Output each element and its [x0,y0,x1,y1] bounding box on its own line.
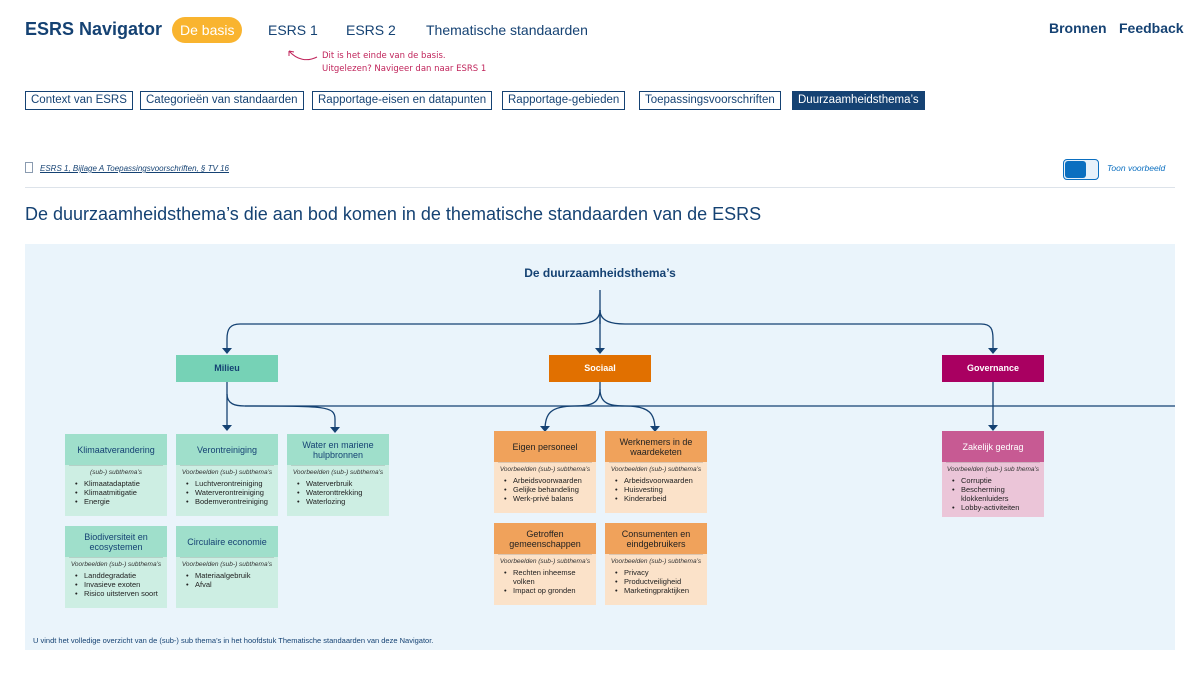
tab-categorieen[interactable]: Categorieën van standaarden [140,91,304,110]
diagram-panel: De duurzaamheidsthema’s Milieu Sociaal G… [25,244,1175,650]
list-item: Productveiligheid [615,577,707,586]
card-waardeketen: Werknemers in de waardeketen Voorbeelden… [605,431,707,513]
list-item: Lobby-activiteiten [952,503,1044,512]
list-item: Risico uitsterven soort [75,589,167,598]
nav-thematische-standaarden[interactable]: Thematische standaarden [426,22,588,38]
card-biodiversiteit: Biodiversiteit en ecosystemen Voorbeelde… [65,526,167,608]
card-verontreiniging: Verontreiniging Voorbeelden (sub-) subth… [176,434,278,516]
tab-rapportage-gebieden[interactable]: Rapportage-gebieden [502,91,626,110]
card-eigen-personeel: Eigen personeel Voorbeelden (sub-) subth… [494,431,596,513]
card-klimaatverandering: Klimaatverandering (sub-) subthema’s Kli… [65,434,167,516]
card-subtitle: Voorbeelden (sub-) subthema’s [609,462,703,473]
nav-de-basis[interactable]: De basis [172,17,243,43]
card-title: Eigen personeel [494,431,596,462]
card-title: Werknemers in de waardeketen [605,431,707,462]
toggle-knob [1065,161,1086,178]
list-item: Privacy [615,568,707,577]
nav-esrs2[interactable]: ESRS 2 [346,22,396,38]
list-item: Klimaatmitigatie [75,488,167,497]
card-subtitle: Voorbeelden (sub-) sub thema’s [946,462,1040,473]
card-subtitle: Voorbeelden (sub-) subthema’s [291,465,385,476]
list-item: Landdegradatie [75,571,167,580]
card-circulaire-economie: Circulaire economie Voorbeelden (sub-) s… [176,526,278,608]
card-water: Water en mariene hulpbronnen Voorbeelden… [287,434,389,516]
card-getroffen-gemeenschappen: Getroffen gemeenschappen Voorbeelden (su… [494,523,596,605]
list-item: Luchtverontreiniging [186,479,278,488]
nav-bronnen[interactable]: Bronnen [1049,20,1107,36]
card-title: Consumenten en eindgebruikers [605,523,707,554]
list-item: Invasieve exoten [75,580,167,589]
tab-duurzaamheidsthemas[interactable]: Duurzaamheidsthema’s [792,91,925,110]
top-navigation: ESRS Navigator De basis ESRS 1 ESRS 2 Th… [25,14,1185,46]
nav-feedback[interactable]: Feedback [1119,20,1184,36]
card-title: Klimaatverandering [65,434,167,465]
list-item: Gelijke behandeling [504,485,596,494]
card-title: Getroffen gemeenschappen [494,523,596,554]
category-sociaal: Sociaal [549,355,651,382]
list-item: Rechten inheemse volken [504,568,596,586]
card-subtitle: (sub-) subthema’s [69,465,163,476]
category-milieu: Milieu [176,355,278,382]
card-subtitle: Voorbeelden (sub-) subthema’s [69,557,163,568]
card-consumenten: Consumenten en eindgebruikers Voorbeelde… [605,523,707,605]
list-item: Waterlozing [297,497,389,506]
divider [25,187,1175,188]
list-item: Klimaatadaptatie [75,479,167,488]
reference-link[interactable]: ESRS 1, Bijlage A Toepassingsvoorschrift… [40,164,229,173]
hint-line-1: Dit is het einde van de basis. [322,51,446,61]
tab-rapportage-eisen[interactable]: Rapportage-eisen en datapunten [312,91,493,110]
list-item: Afval [186,580,278,589]
list-item: Wateronttrekking [297,488,389,497]
diagram-footnote: U vindt het volledige overzicht van de (… [33,636,434,645]
card-subtitle: Voorbeelden (sub-) subthema’s [498,462,592,473]
card-subtitle: Voorbeelden (sub-) subthema’s [609,554,703,565]
list-item: Waterverontreiniging [186,488,278,497]
document-icon [25,162,33,173]
list-item: Marketingpraktijken [615,586,707,595]
hint-line-2: Uitgelezen? Navigeer dan naar ESRS 1 [322,64,487,74]
hint-note: Dit is het einde van de basis. Uitgeleze… [322,50,486,76]
list-item: Waterverbruik [297,479,389,488]
card-zakelijk-gedrag: Zakelijk gedrag Voorbeelden (sub-) sub t… [942,431,1044,517]
list-item: Kinderarbeid [615,494,707,503]
card-subtitle: Voorbeelden (sub-) subthema’s [180,557,274,568]
category-governance: Governance [942,355,1044,382]
card-title: Zakelijk gedrag [942,431,1044,462]
list-item: Arbeidsvoorwaarden [504,476,596,485]
nav-esrs1[interactable]: ESRS 1 [268,22,318,38]
page-title: De duurzaamheidsthema’s die aan bod kome… [25,204,762,224]
brand-logo[interactable]: ESRS Navigator [25,19,163,39]
connector-lines [222,290,1175,433]
diagram-title: De duurzaamheidsthema’s [524,266,676,280]
list-item: Energie [75,497,167,506]
list-item: Bescherming klokkenluiders [952,485,1044,503]
card-subtitle: Voorbeelden (sub-) subthema’s [498,554,592,565]
hint-arrow-icon [288,50,318,61]
list-item: Huisvesting [615,485,707,494]
list-item: Arbeidsvoorwaarden [615,476,707,485]
list-item: Impact op gronden [504,586,596,595]
toggle-voorbeeld[interactable] [1063,159,1099,180]
card-subtitle: Voorbeelden (sub-) subthema’s [180,465,274,476]
list-item: Corruptie [952,476,1044,485]
card-title: Water en mariene hulpbronnen [287,434,389,465]
tab-toepassingsvoorschriften[interactable]: Toepassingsvoorschriften [639,91,781,110]
tab-context[interactable]: Context van ESRS [25,91,133,110]
card-title: Verontreiniging [176,434,278,465]
toggle-label[interactable]: Toon voorbeeld [1107,163,1166,173]
card-title: Biodiversiteit en ecosystemen [65,526,167,557]
list-item: Bodemverontreiniging [186,497,278,506]
list-item: Werk-privé balans [504,494,596,503]
card-title: Circulaire economie [176,526,278,557]
list-item: Materiaalgebruik [186,571,278,580]
